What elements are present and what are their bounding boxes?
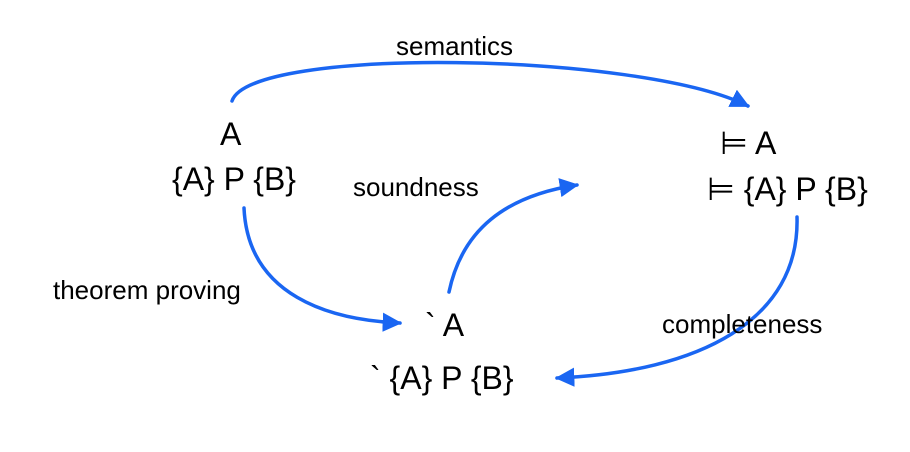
semantic-formula: ⊨ A [720,125,777,161]
soundness-label: soundness [353,172,479,202]
source-triple: {A} P {B} [172,161,296,197]
semantic-triple: ⊨ {A} P {B} [707,171,868,207]
completeness-label: completeness [662,309,823,339]
completeness-arrow [555,215,799,387]
proof-formula: ` A [425,307,465,343]
theorem-proving-label: theorem proving [53,275,241,305]
semantics-arrow [230,60,750,108]
source-formula: A [220,116,242,152]
proof-triple: ` {A} P {B} [370,360,514,396]
soundness-arrow [447,178,579,294]
semantics-label: semantics [396,31,514,61]
theorem-proving-arrow [242,206,402,332]
